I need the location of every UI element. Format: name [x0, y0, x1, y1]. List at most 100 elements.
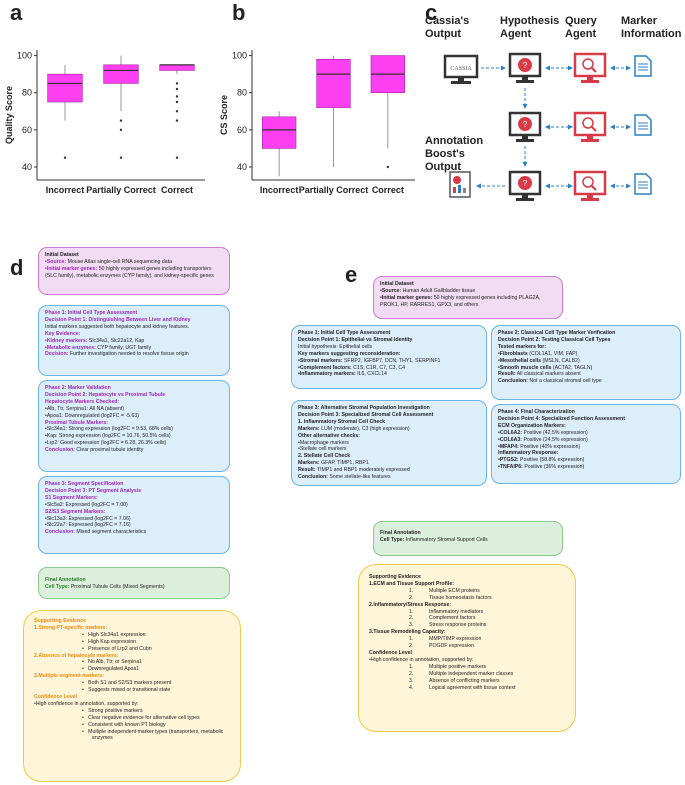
- e-phase4-heading1: ECM Organization Markers:: [498, 422, 566, 429]
- e-phase2-dp: Decision Point 2: Testing Classical Cell…: [498, 336, 611, 343]
- e-phase3-conclusion-label: Conclusion:: [298, 474, 328, 481]
- bullet-item: • Downregulated Apoa1: [82, 666, 140, 673]
- panel-letter-e: e: [345, 262, 358, 287]
- y-tick-label: 80: [237, 88, 247, 98]
- d-kidney-label: •Kidney markers:: [45, 337, 88, 344]
- e-phase4-dp: Decision Point 4: Specialized Function A…: [498, 415, 625, 422]
- bullet-item: • Both S1 and S2/S3 markers present: [82, 680, 172, 687]
- e-phase2-result: All classical markers absent: [515, 371, 581, 378]
- e-stromal-markers: SFRP2, IGFBP7, DCN, THY1, SERPINF1: [342, 357, 441, 364]
- hypothesis-agent-icon-1: ?: [508, 52, 542, 83]
- item-text: Inflammatory mediators: [429, 608, 484, 615]
- item-number: 1.: [409, 636, 414, 643]
- d-phase3-title: Phase 3: Segment Specification: [45, 481, 124, 487]
- bullet-item: • Strong positive markers: [82, 707, 143, 714]
- e-phase1-box: Phase 1: Initial Cell Type Assessment De…: [291, 325, 487, 389]
- svg-text:?: ?: [523, 61, 528, 70]
- y-axis-label: CS Score: [220, 95, 229, 135]
- x-tick-label: Incorrect: [46, 185, 85, 195]
- e-phase4-box: Phase 4: Final Characterization Decision…: [491, 404, 681, 484]
- d-phase2-line3: •Slc34a1: Strong expression (log2FC = 9.…: [45, 426, 173, 433]
- box-1: [103, 64, 139, 84]
- e-phase3-heading3: 2. Stellate Cell Check: [298, 453, 351, 460]
- box-0: [262, 116, 297, 149]
- document-icon-1: [634, 55, 652, 77]
- d-phase2-line1: •Alb, Ttr, Serpina1: All NA (absent): [45, 405, 124, 412]
- e-source-label: •Source:: [380, 287, 402, 294]
- col-title-query-1: Query: [565, 15, 598, 27]
- outlier-point: [119, 128, 123, 132]
- e-inflammatory-label: •Inflammatory markers:: [298, 371, 356, 378]
- item-text: POGDF expression: [429, 643, 474, 650]
- e-phase2-conclusion-label: Conclusion:: [498, 378, 528, 385]
- e-phase3-heading1: 1. Inflammatory Stromal Cell Check: [298, 418, 386, 425]
- d-phase1-title: Phase 1: Initial Cell Type Assessment: [45, 310, 138, 316]
- bullet-item: • Multiple independent marker types (tra…: [82, 728, 224, 742]
- y-tick-label: 100: [17, 51, 32, 61]
- e-initial-title: Initial Dataset: [380, 281, 414, 287]
- e-complement-label: •Complement factors:: [298, 364, 352, 371]
- e-source: Human Adult Gallbladder tissue: [401, 287, 476, 294]
- d-phase2-box: Phase 2: Marker Validation Decision Poin…: [38, 380, 230, 472]
- d-final-celltype-label: Cell Type:: [45, 583, 70, 590]
- e-phase1-heading: Key markers suggesting reconsideration:: [298, 350, 401, 357]
- d-phase2-line2: •Apoa1: Downregulated (log2FC = -5.63): [45, 412, 139, 419]
- d-source-label: •Source:: [45, 258, 67, 265]
- d-initial-dataset-box: Initial Dataset •Source: Mouse Atlas sin…: [38, 247, 230, 295]
- d-phase3-conclusion-label: Conclusion:: [45, 529, 75, 536]
- agent-workflow-diagram: Cassia's Output Hypothesis Agent Query A…: [425, 15, 682, 201]
- e-smooth-muscle: (ACTA2, TAGLN): [551, 364, 593, 371]
- e-phase3-result-label: Result:: [298, 467, 316, 474]
- e-phase4-title: Phase 4: Final Characterization: [498, 409, 575, 415]
- x-tick-label: Correct: [372, 185, 404, 195]
- e-phase2-title: Phase 2: Classical Cell Type Marker Veri…: [498, 330, 616, 336]
- numbered-item: 3.Stress response proteins: [369, 622, 565, 629]
- panel-letter-b: b: [232, 0, 246, 25]
- y-tick-label: 60: [237, 125, 247, 135]
- x-tick-label: Incorrect: [260, 185, 299, 195]
- bullet-item: • High Kap expression: [82, 638, 137, 645]
- col-title-hypothesis-1: Hypothesis: [500, 15, 559, 27]
- numbered-item: 1.Multiple ECM proteins: [369, 588, 565, 595]
- y-axis-label: Quality Score: [4, 86, 14, 144]
- e-markers-label: •Initial marker genes:: [380, 294, 433, 301]
- numbered-item: 1.MMP/TIMP expression: [369, 636, 565, 643]
- d-phase2-heading2: Proximal Tubule Markers:: [45, 419, 109, 426]
- numbered-item: 2.Tissue homeostasis factors: [369, 595, 565, 602]
- e-complement-factors: C1S, C1R, C7, C3, C4: [351, 364, 406, 371]
- e-support-s2: 2.Inflammatory/Stress Response:: [369, 601, 452, 608]
- box-0: [47, 73, 83, 103]
- d-support-s2-list: • No Alb, Ttr, or Serpina1• Downregulate…: [34, 659, 230, 673]
- outlier-point: [63, 156, 67, 159]
- e-tnfaip6-label: •TNFAIP6:: [498, 464, 523, 471]
- boost-title-3: Output: [425, 161, 461, 173]
- numbered-item: 4.Logical agreement with tissue context: [369, 685, 565, 692]
- e-ptgs2: Positive (58.8% expression): [518, 457, 585, 464]
- hypothesis-agent-icon-3: ?: [508, 170, 542, 201]
- e-phase3-markers-label: Markers:: [298, 425, 320, 432]
- svg-text:?: ?: [523, 120, 528, 129]
- e-final-title: Final Annotation: [380, 530, 421, 536]
- item-text: Absence of conflicting markers: [429, 677, 500, 684]
- item-text: Multiple positive markers: [429, 663, 487, 670]
- e-phase3-title: Phase 3: Alternative Stromal Population …: [298, 405, 430, 411]
- item-number: 3.: [409, 677, 414, 684]
- outlier-point: [175, 100, 179, 104]
- d-supporting-evidence-box: Supporting Evidence 1.Strong PT-specific…: [23, 610, 241, 782]
- outlier-point: [175, 110, 179, 113]
- bullet-item: • Suggests mixed or transitional state: [82, 687, 171, 694]
- query-agent-icon-2: [573, 111, 607, 142]
- bullet-item: • Consistent with known PT biology: [82, 721, 166, 728]
- e-smooth-muscle-label: •Smooth muscle cells: [498, 364, 552, 371]
- item-text: Tissue homeostasis factors: [429, 594, 492, 601]
- e-col6a3: Positive (24.5% expression): [522, 436, 588, 443]
- bullet-item: • High Slc34a1 expression: [82, 631, 146, 638]
- e-phase3-markers2: GFAP, TIMP1, RBP1: [319, 460, 369, 467]
- e-col6a2: Positive (42.5% expression): [522, 429, 588, 436]
- numbered-item: 1.Multiple positive markers: [369, 664, 565, 671]
- d-phase3-heading: S1 Segment Markers:: [45, 494, 98, 501]
- y-tick-label: 60: [22, 125, 32, 135]
- item-number: 4.: [409, 684, 414, 691]
